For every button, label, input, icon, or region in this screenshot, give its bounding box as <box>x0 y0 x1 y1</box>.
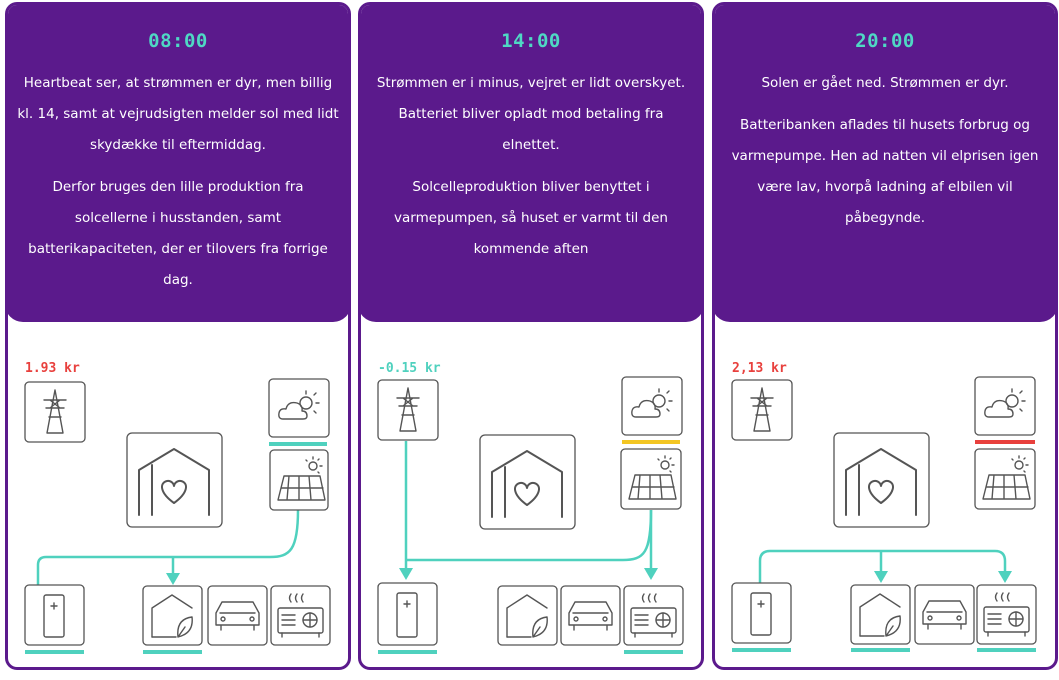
heat-pump-status-bar <box>977 648 1036 652</box>
description-paragraph: Heartbeat ser, at strømmen er dyr, men b… <box>17 75 339 153</box>
weather-icon <box>621 376 683 436</box>
power-pylon-icon <box>731 379 793 441</box>
battery-status-bar <box>25 650 84 654</box>
price-label: 2,13 kr <box>732 361 787 376</box>
power-pylon-icon <box>24 381 86 443</box>
heat-pump-icon <box>270 585 331 646</box>
heat-pump-icon <box>976 584 1037 645</box>
description-paragraph: Strømmen er i minus, vejret er lidt over… <box>376 75 686 153</box>
power-pylon-icon <box>377 379 439 441</box>
battery-icon <box>24 584 85 646</box>
battery-status-bar <box>378 650 437 654</box>
panel-header: 08:00 Heartbeat ser, at strømmen er dyr,… <box>8 5 348 322</box>
house-leaf-icon <box>142 585 203 646</box>
weather-icon <box>974 376 1036 436</box>
energy-flow-diagram <box>24 378 331 654</box>
heartbeat-house-icon <box>833 432 930 528</box>
weather-status-bar <box>975 440 1035 444</box>
battery-status-bar <box>732 648 791 652</box>
house-leaf-icon <box>850 584 911 645</box>
electric-car-icon <box>560 585 621 646</box>
flow-arrow <box>874 571 888 583</box>
panel-header: 14:00 Strømmen er i minus, vejret er lid… <box>361 5 701 322</box>
price-label: -0.15 kr <box>378 361 441 376</box>
electric-car-icon <box>914 584 975 645</box>
house-leaf-icon <box>497 585 558 646</box>
time-label: 20:00 <box>855 30 915 52</box>
flow-arrow <box>998 571 1012 583</box>
time-label: 14:00 <box>501 30 561 52</box>
panel-1400: 14:00 Strømmen er i minus, vejret er lid… <box>358 2 704 670</box>
description-paragraph: Solen er gået ned. Strømmen er dyr. <box>761 75 1009 91</box>
flow-arrow <box>166 573 180 585</box>
energy-flow-diagram <box>377 376 684 654</box>
solar-panel-icon <box>269 449 329 511</box>
flow-arrow <box>644 568 658 580</box>
weather-status-bar <box>269 442 327 446</box>
battery-icon <box>731 582 792 644</box>
panel-header: 20:00 Solen er gået ned. Strømmen er dyr… <box>715 5 1055 322</box>
description-paragraph: Solcelleproduktion bliver benyttet i var… <box>394 179 668 257</box>
heat-pump-status-bar <box>624 650 683 654</box>
energy-flow-diagram <box>731 376 1037 652</box>
heartbeat-house-icon <box>479 434 576 530</box>
house-status-bar <box>143 650 202 654</box>
flow-arrow <box>399 568 413 580</box>
heat-pump-icon <box>623 585 684 646</box>
battery-icon <box>377 582 438 646</box>
price-label: 1.93 kr <box>25 361 80 376</box>
electric-car-icon <box>207 585 268 646</box>
heartbeat-house-icon <box>126 432 223 528</box>
weather-status-bar <box>622 440 680 444</box>
description-paragraph: Derfor bruges den lille produktion fra s… <box>28 179 328 288</box>
solar-panel-icon <box>974 448 1036 510</box>
house-status-bar <box>851 648 910 652</box>
panel-2000: 20:00 Solen er gået ned. Strømmen er dyr… <box>712 2 1058 670</box>
panel-0800: 08:00 Heartbeat ser, at strømmen er dyr,… <box>5 2 351 670</box>
flow-line <box>36 509 300 585</box>
description-paragraph: Batteribanken aflades til husets forbrug… <box>731 117 1039 226</box>
solar-panel-icon <box>620 448 682 510</box>
weather-icon <box>268 378 330 438</box>
flow-line <box>758 549 1007 583</box>
time-label: 08:00 <box>148 30 208 52</box>
